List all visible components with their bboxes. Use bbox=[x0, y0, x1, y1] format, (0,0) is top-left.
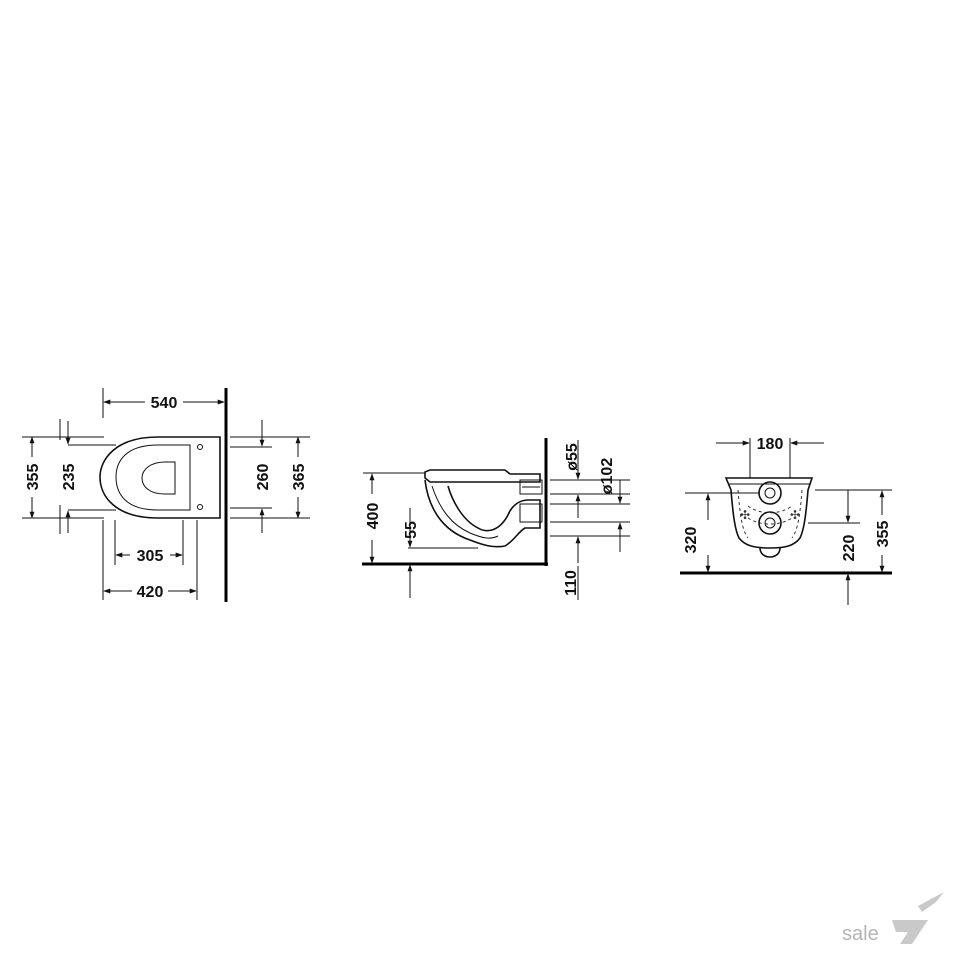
side-view-bowl bbox=[424, 479, 541, 548]
dim-label-110: 110 bbox=[563, 570, 580, 596]
side-view: 400 55 ø55 ø102 110 bbox=[362, 438, 630, 600]
dim-label-d55: ø55 bbox=[564, 443, 581, 471]
dim-label-365: 365 bbox=[291, 464, 308, 491]
fixing-hole-icon bbox=[197, 504, 203, 510]
top-view: 540 355 235 305 420 bbox=[22, 388, 310, 602]
rear-view-hidden-lines bbox=[737, 489, 803, 539]
top-view-water-spot bbox=[141, 461, 176, 495]
rear-view: ✣ ✣ 180 320 220 355 bbox=[680, 436, 892, 605]
dim-label-420: 420 bbox=[137, 584, 164, 601]
dim-label-d102: ø102 bbox=[599, 458, 616, 495]
outlet-pipe bbox=[519, 503, 543, 523]
dim-label-400: 400 bbox=[365, 503, 382, 530]
dim-label-220: 220 bbox=[841, 535, 858, 562]
dim-label-355-right: 355 bbox=[875, 521, 892, 548]
watermark-logo: sale bbox=[842, 892, 944, 945]
dim-label-355-left: 355 bbox=[25, 464, 42, 491]
fixing-cross-icon: ✣ bbox=[790, 508, 800, 522]
inlet-pipe bbox=[519, 479, 543, 495]
watermark-text: sale bbox=[842, 923, 879, 945]
dim-label-55: 55 bbox=[403, 521, 420, 539]
dim-label-320: 320 bbox=[683, 527, 700, 554]
rear-view-body bbox=[724, 477, 814, 549]
watermark-mark-icon bbox=[892, 920, 928, 944]
side-view-trap bbox=[431, 485, 499, 539]
fixing-hole-icon bbox=[197, 444, 203, 450]
fixing-cross-icon: ✣ bbox=[740, 508, 750, 522]
inlet-hole-icon bbox=[758, 481, 782, 505]
dim-label-235: 235 bbox=[61, 464, 78, 491]
dim-label-260: 260 bbox=[255, 464, 272, 491]
dim-label-305: 305 bbox=[137, 548, 164, 565]
outlet-hole-icon bbox=[758, 511, 782, 535]
dim-label-540: 540 bbox=[151, 395, 178, 412]
side-view-seat bbox=[424, 469, 541, 483]
top-view-inner-bowl bbox=[115, 444, 191, 511]
dim-label-180: 180 bbox=[757, 436, 784, 453]
top-view-bowl-outline bbox=[99, 436, 221, 519]
